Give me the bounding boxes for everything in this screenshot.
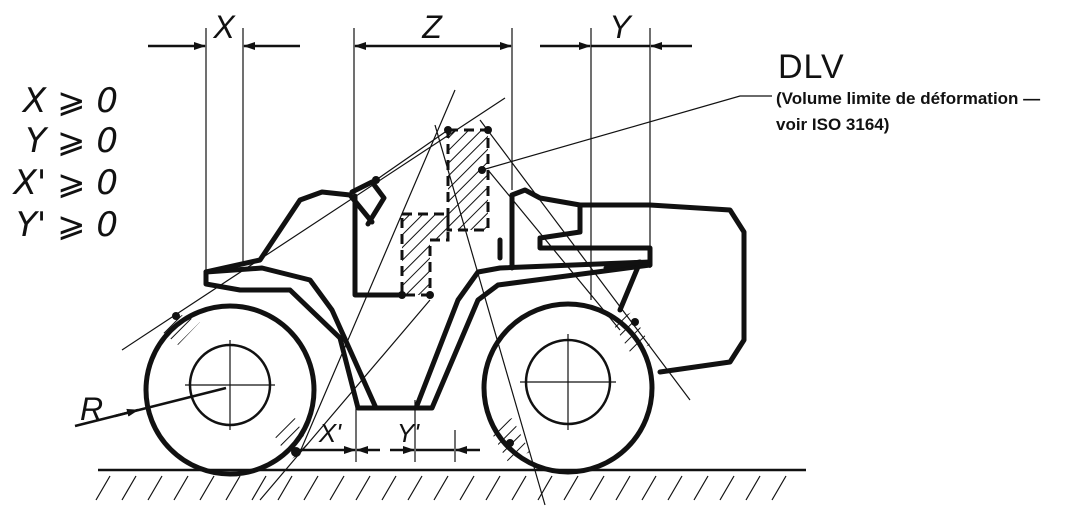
x-prime-label: X' [318, 418, 342, 448]
construction-lines [121, 89, 691, 506]
condition-x-prime: X' ⩾ 0 [12, 163, 118, 203]
ground [95, 468, 806, 501]
z-label: Z [421, 9, 443, 45]
dlv-title: DLV [778, 48, 845, 86]
dimension-y: Y [540, 9, 692, 50]
y-prime-label: Y' [397, 418, 420, 448]
conditions-list: X ⩾ 0 Y ⩾ 0 X' ⩾ 0 Y' ⩾ 0 [12, 81, 118, 245]
front-wheel [481, 301, 655, 475]
condition-x: X ⩾ 0 [21, 81, 118, 121]
dlv-note-line1: (Volume limite de déformation — [776, 89, 1040, 108]
radius-indicator: R [74, 386, 227, 428]
dlv-volume [398, 126, 492, 299]
rear-wheel [143, 303, 317, 477]
dimension-extension-lines [205, 28, 651, 300]
dlv-annotation: DLV (Volume limite de déformation — voir… [481, 48, 1040, 171]
condition-y: Y ⩾ 0 [25, 121, 118, 161]
dlv-note-line2: voir ISO 3164) [776, 115, 889, 134]
x-label: X [212, 9, 236, 45]
contact-points [172, 176, 639, 457]
dimension-y-prime: Y' [390, 418, 480, 454]
dimension-z: Z [354, 9, 512, 50]
radius-label: R [80, 391, 103, 427]
y-label: Y [609, 9, 633, 45]
condition-y-prime: Y' ⩾ 0 [16, 205, 118, 245]
dimension-x: X [148, 9, 300, 50]
